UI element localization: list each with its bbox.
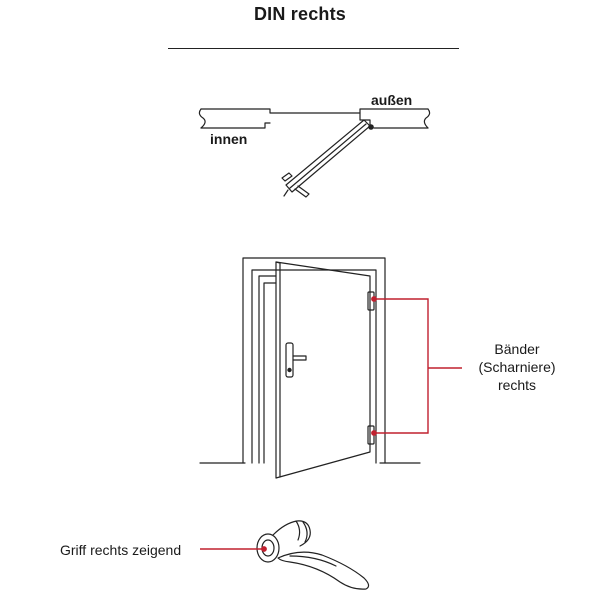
handle-lever xyxy=(277,551,370,590)
title-divider xyxy=(168,48,459,49)
callout-hinge-upper xyxy=(374,298,429,434)
handle-label: Griff rechts zeigend xyxy=(60,542,182,558)
frame-rebate xyxy=(359,112,371,129)
wall-top-edge xyxy=(200,108,429,114)
inside-label: innen xyxy=(210,131,248,147)
page-title: DIN rechts xyxy=(253,4,347,24)
door-frame-inner xyxy=(251,269,377,464)
hinges-label-line2: (Scharniere) xyxy=(478,359,556,375)
hinge-pivot xyxy=(368,124,374,130)
wall-bottom-edge-left xyxy=(200,122,271,129)
wall-break-left xyxy=(198,108,206,129)
door-frame-outer xyxy=(242,257,386,464)
hinges-label-line3: rechts xyxy=(497,377,537,393)
plan-view xyxy=(198,108,431,198)
hinges-label: Bänder (Scharniere) rechts xyxy=(462,340,572,394)
handle-detail xyxy=(256,520,370,590)
door-leaf xyxy=(275,261,371,479)
jamb-left xyxy=(258,275,277,464)
door-elevation xyxy=(199,257,421,479)
callouts xyxy=(200,296,462,552)
outside-label: außen xyxy=(371,92,413,108)
hinges-label-line1: Bänder xyxy=(494,341,540,357)
wall-break-right xyxy=(423,108,431,129)
door-leaf-plan xyxy=(285,119,371,193)
handle-plan xyxy=(281,172,293,182)
door-handle xyxy=(292,355,307,361)
